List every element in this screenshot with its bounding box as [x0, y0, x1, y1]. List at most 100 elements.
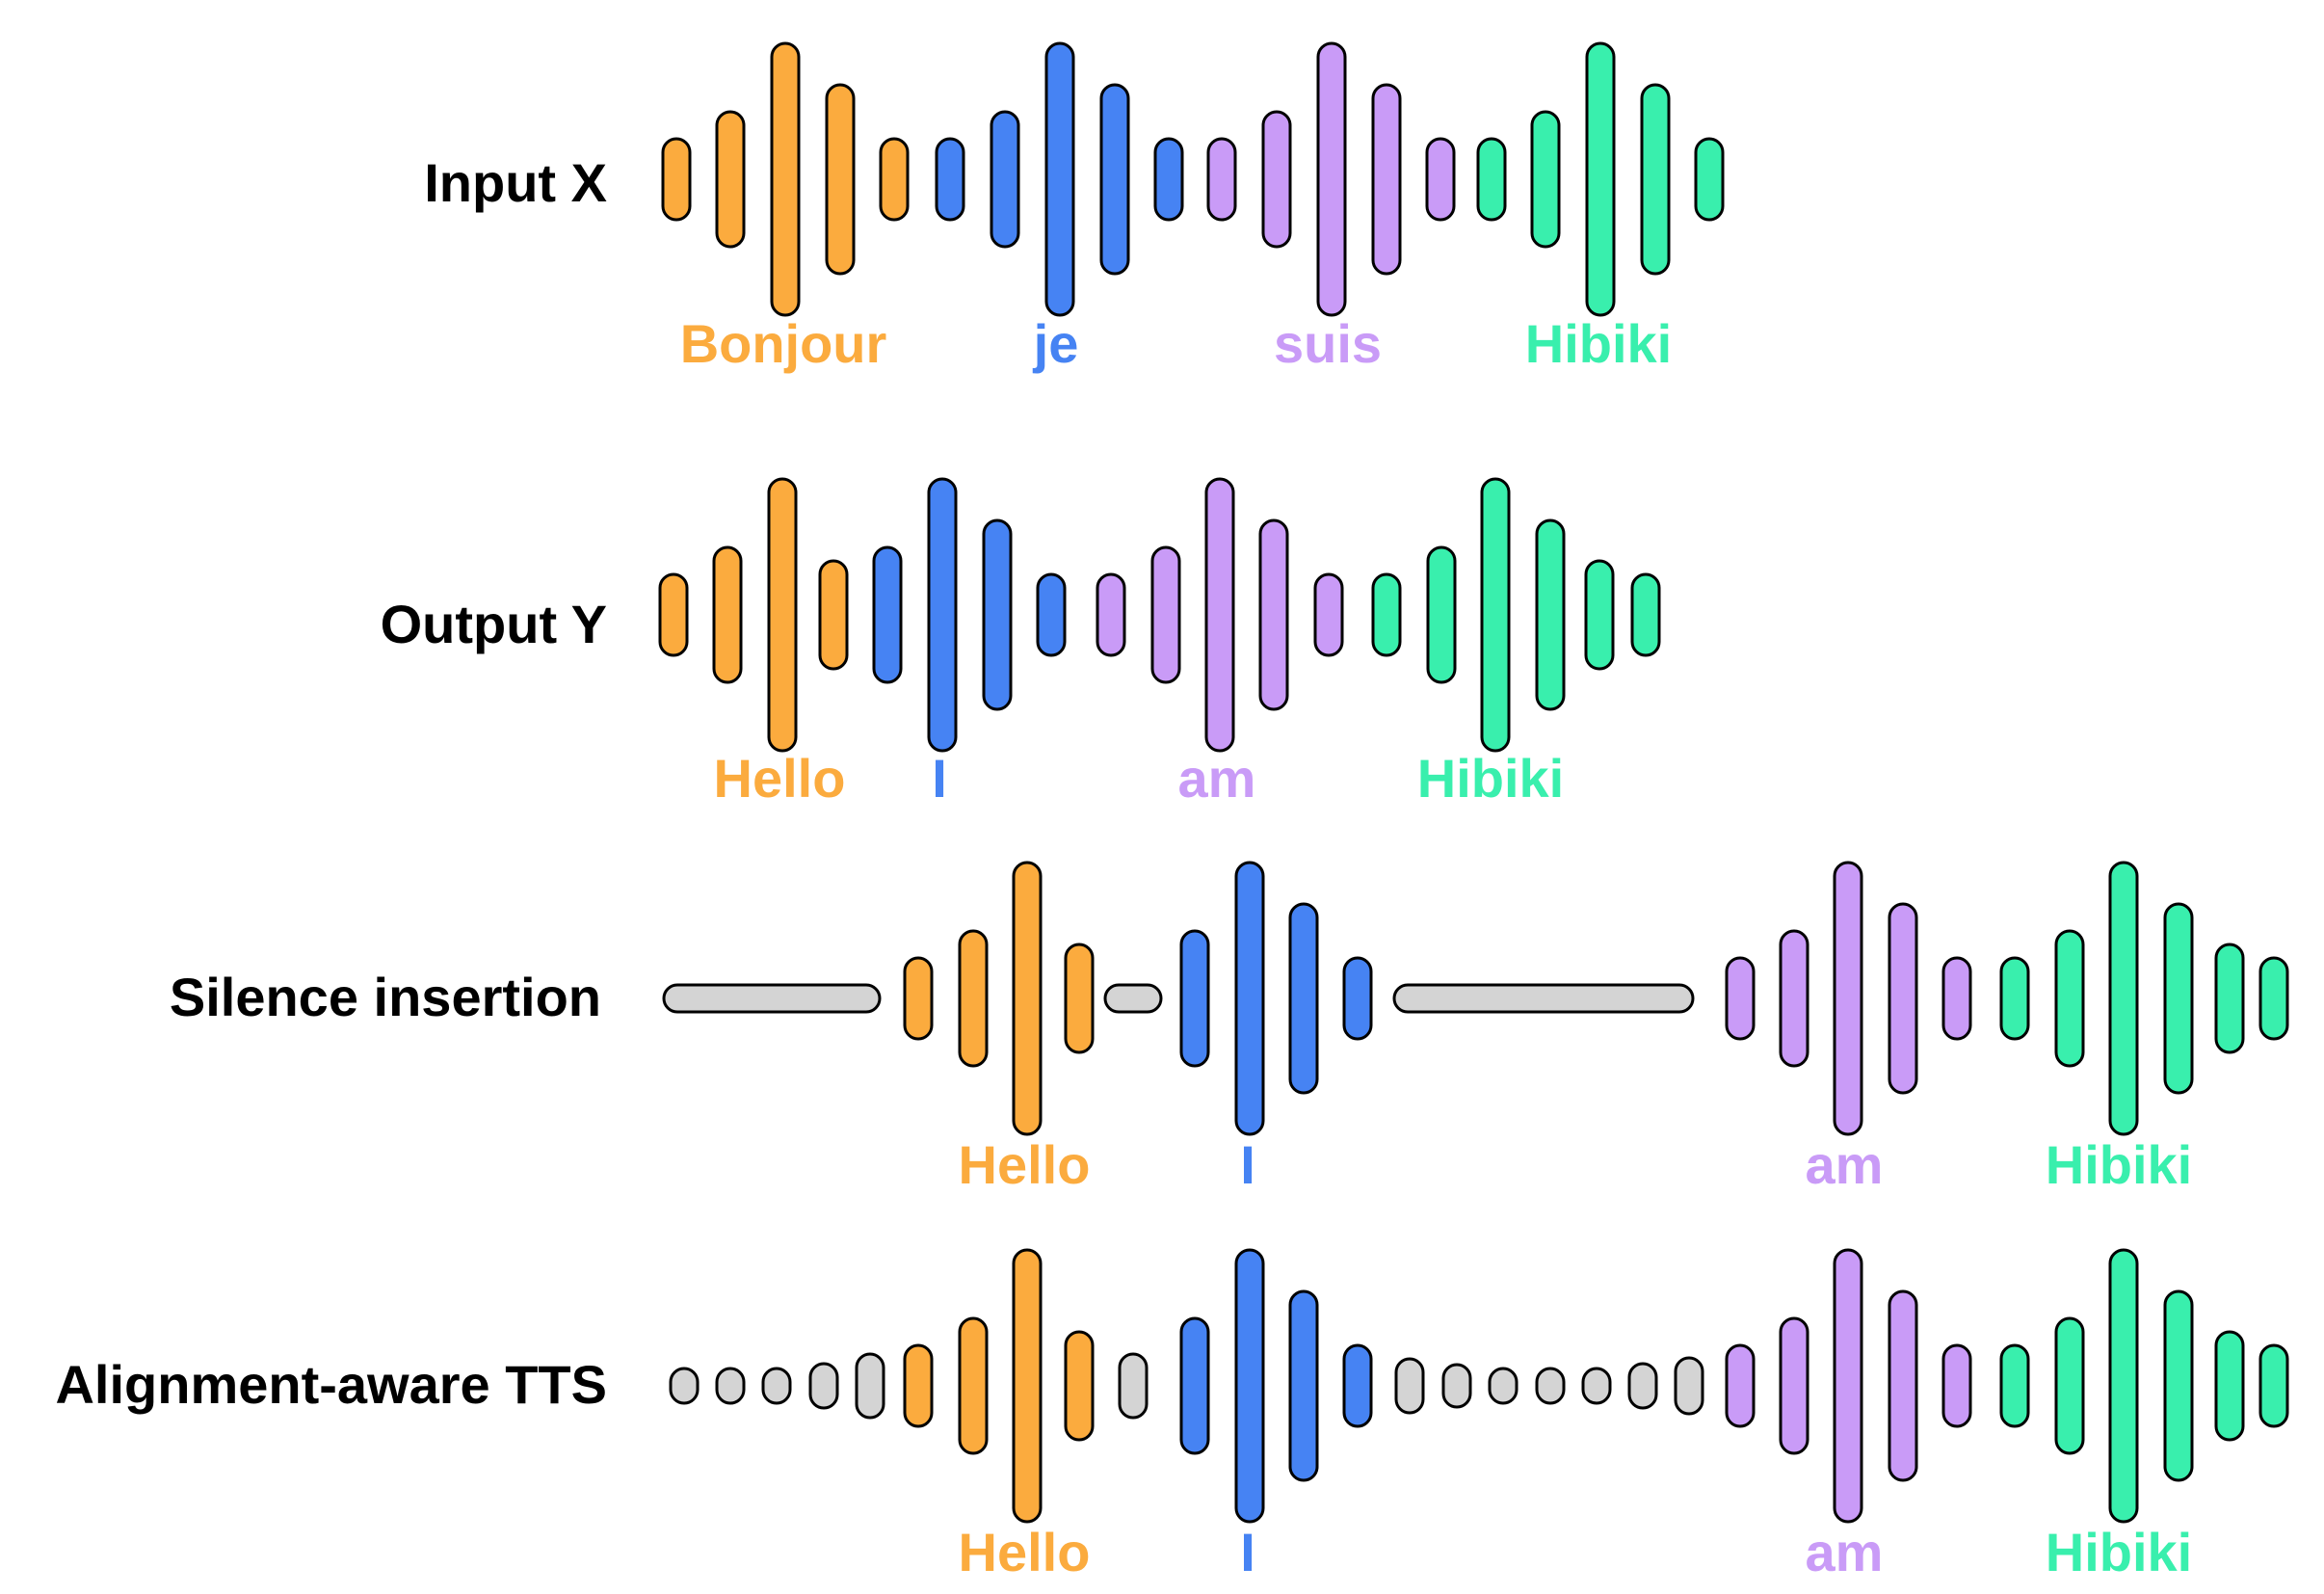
waveform-bar [2163, 902, 2194, 1095]
waveform-bar [1999, 956, 2030, 1041]
word-label-hibiki: Hibiki [1525, 313, 1672, 374]
waveform-bar [872, 545, 903, 684]
waveform-bar [1179, 1316, 1210, 1455]
waveform-silence-insertion [662, 861, 2289, 1136]
row-output-y: Output Y Hello I am Hibiki [381, 477, 1661, 809]
waveform-bar [1480, 477, 1511, 753]
silence-bar [808, 1362, 839, 1410]
waveform-bar [1530, 110, 1561, 249]
waveform-bar [661, 137, 692, 222]
waveform-bar [1204, 477, 1235, 753]
silence-bar [1581, 1367, 1612, 1405]
silence-bar [1488, 1367, 1519, 1405]
row-silence-insertion: Silence insertion Hello I am Hibiki [170, 861, 2289, 1195]
row-label-alignment-aware-tts: Alignment-aware TTS [55, 1354, 607, 1415]
waveform-bar [1725, 1343, 1756, 1428]
waveform-bar [1584, 559, 1615, 671]
waveform-bar [1150, 545, 1181, 684]
waveform-bar [715, 110, 746, 249]
waveform-bar [1036, 572, 1067, 657]
waveform-bar [2214, 943, 2245, 1054]
waveform-alignment-aware-tts [669, 1248, 2289, 1524]
waveform-input-x [661, 41, 1725, 317]
row-label-output-y: Output Y [381, 594, 607, 654]
waveform-bar [2054, 1316, 2085, 1455]
waveform-bar [990, 110, 1020, 249]
waveform-bar [1044, 41, 1075, 317]
word-label-i: I [1240, 1522, 1255, 1582]
silence-bar [1394, 1357, 1425, 1415]
waveform-bar [2108, 1248, 2139, 1524]
waveform-bar [1779, 929, 1809, 1068]
row-input-x: Input X Bonjour je suis Hibiki [424, 41, 1725, 374]
word-label-hibiki: Hibiki [2046, 1134, 2192, 1195]
waveform-bar [658, 572, 689, 657]
waveform-bar [825, 83, 856, 276]
waveform-bar [1012, 1248, 1043, 1524]
waveform-bar [1535, 518, 1566, 711]
waveform-bar [1288, 902, 1319, 1095]
waveform-bar [1585, 41, 1616, 317]
word-label-hello: Hello [959, 1522, 1091, 1582]
waveform-bar [1779, 1316, 1809, 1455]
waveform-bar [903, 1343, 934, 1428]
waveform-bar [1096, 572, 1126, 657]
word-label-suis: suis [1274, 313, 1382, 374]
silence-bar [1674, 1356, 1704, 1416]
waveform-output-y [658, 477, 1661, 753]
waveform-bar [1725, 956, 1756, 1041]
waveform-bar [2258, 1343, 2289, 1428]
silence-bar [669, 1367, 700, 1405]
waveform-bar [1316, 41, 1347, 317]
waveform-bar [1313, 572, 1344, 657]
waveform-bar [1153, 137, 1184, 222]
waveform-bar [935, 137, 965, 222]
waveform-bar [2163, 1289, 2194, 1482]
silence-bar [1392, 983, 1695, 1014]
waveform-bar [958, 929, 989, 1068]
waveform-bar [1288, 1289, 1319, 1482]
waveform-bar [1426, 545, 1457, 684]
row-label-input-x: Input X [424, 152, 607, 213]
waveform-bar [1234, 861, 1265, 1136]
waveform-bar [1261, 110, 1292, 249]
silence-bar [761, 1367, 792, 1405]
waveform-bar [1179, 929, 1210, 1068]
silence-bar [1103, 983, 1163, 1014]
waveform-bar [958, 1316, 989, 1455]
waveform-bar [1342, 1343, 1373, 1428]
waveform-bar [1012, 861, 1043, 1136]
waveform-bar [1630, 572, 1661, 657]
silence-bar [662, 983, 882, 1014]
waveform-bar [818, 559, 849, 671]
waveform-bar [2258, 956, 2289, 1041]
waveform-bar [1833, 1248, 1863, 1524]
waveform-bar [1888, 1289, 1918, 1482]
silence-bar [1627, 1362, 1658, 1410]
silence-bar [855, 1352, 885, 1420]
word-label-i: I [932, 748, 947, 809]
row-alignment-aware-tts: Alignment-aware TTS Hello I am Hibiki [55, 1248, 2289, 1582]
silence-bar [1535, 1367, 1566, 1405]
word-label-je: je [1033, 313, 1079, 374]
word-label-bonjour: Bonjour [680, 313, 887, 374]
waveform-bar [1640, 83, 1671, 276]
waveform-bar [1999, 1343, 2030, 1428]
word-label-hibiki: Hibiki [1417, 748, 1564, 809]
waveform-bar [770, 41, 801, 317]
word-label-am: am [1806, 1134, 1884, 1195]
waveform-bar [1476, 137, 1507, 222]
silence-bar [1118, 1352, 1149, 1420]
waveform-bar [1064, 1330, 1095, 1442]
waveform-bar [1064, 943, 1095, 1054]
waveform-bar [1694, 137, 1725, 222]
word-label-hibiki: Hibiki [2046, 1522, 2192, 1582]
waveform-bar [1234, 1248, 1265, 1524]
waveform-bar [1206, 137, 1237, 222]
row-label-silence-insertion: Silence insertion [170, 967, 601, 1027]
word-label-i: I [1240, 1134, 1255, 1195]
waveform-bar [1941, 956, 1972, 1041]
word-label-am: am [1178, 748, 1256, 809]
waveform-bar [767, 477, 798, 753]
word-label-am: am [1806, 1522, 1884, 1582]
